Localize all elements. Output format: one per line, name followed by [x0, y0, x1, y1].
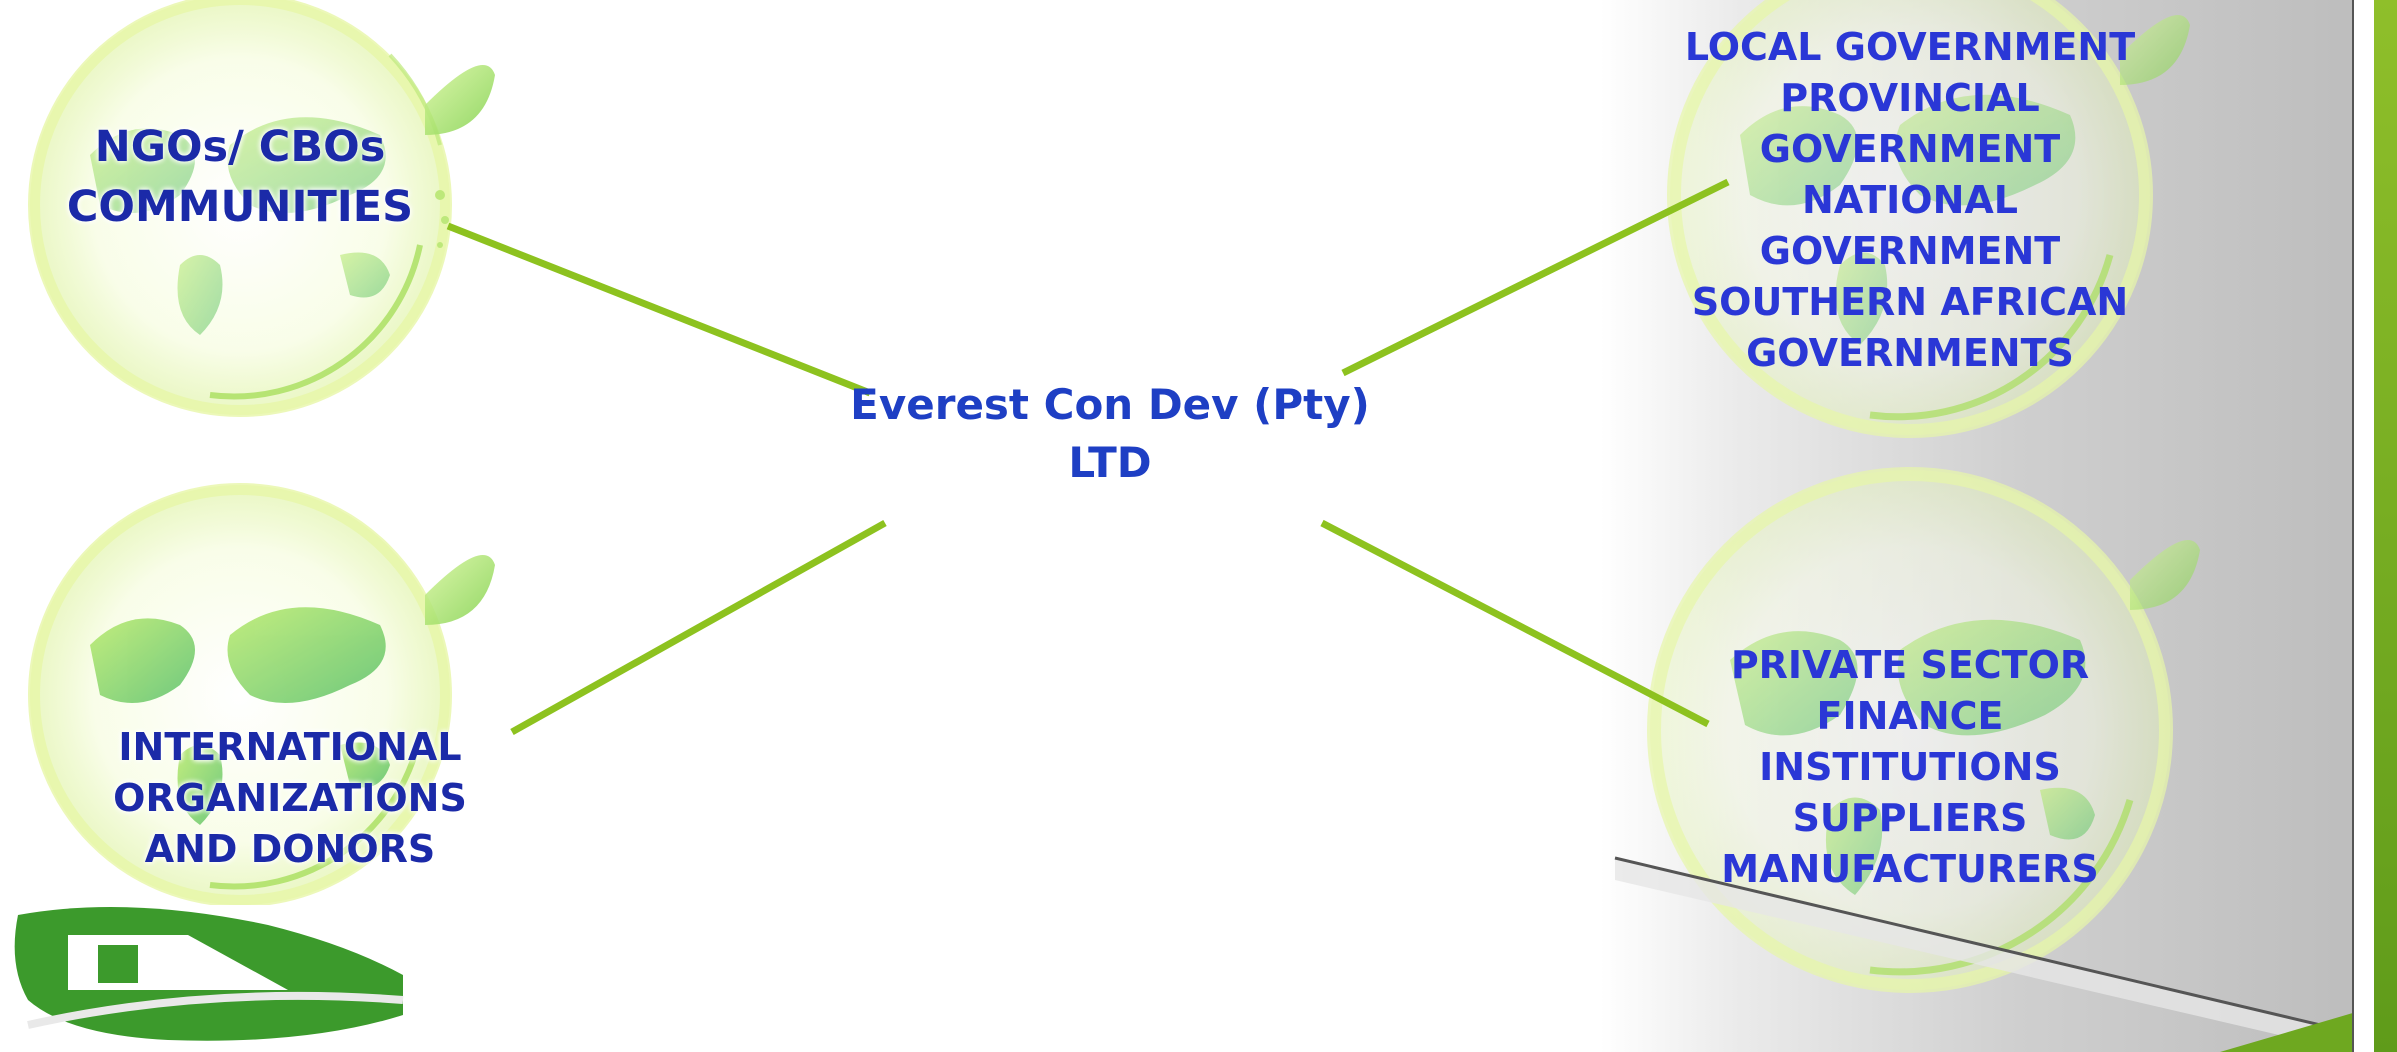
sheet-corner: [1615, 858, 2352, 1052]
globe-icon: [1647, 467, 2200, 993]
slide-right-border: [2352, 0, 2376, 1052]
globe-icon: [28, 483, 495, 907]
house-leaf-logo: [8, 905, 404, 1045]
globe-icon: [28, 0, 495, 417]
slide-edge-accent: [2374, 0, 2397, 1052]
globe-icon: [1667, 0, 2190, 438]
connector-top-left: [446, 222, 872, 397]
center-organization: Everest Con Dev (Pty) LTD: [850, 380, 1370, 487]
connector-bottom-left: [510, 519, 887, 736]
node-ngos-communities: NGOs/ CBOs COMMUNITIES: [66, 122, 414, 232]
node-international-orgs: INTERNATIONAL ORGANIZATIONS AND DONORS: [113, 725, 467, 871]
sheet-edge-line: [1614, 856, 2351, 1034]
connector-bottom-right: [1320, 519, 1710, 728]
node-government: LOCAL GOVERNMENT PROVINCIAL GOVERNMENT N…: [1684, 25, 2136, 375]
node-private-sector: PRIVATE SECTOR FINANCE INSTITUTIONS SUPP…: [1721, 643, 2099, 891]
connector-top-right: [1341, 178, 1730, 377]
